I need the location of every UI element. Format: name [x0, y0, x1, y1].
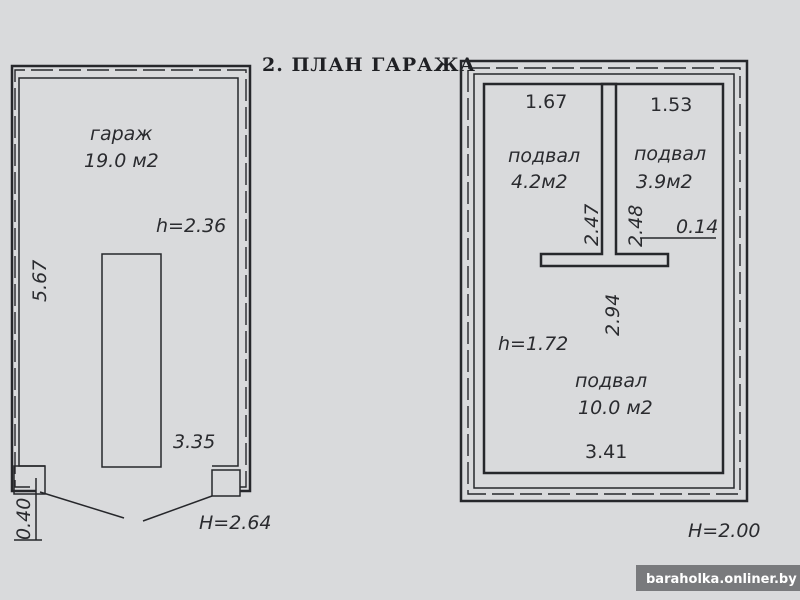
basement-partition [539, 82, 670, 268]
basement-height: h=1.72 [498, 333, 568, 355]
left-cell-width: 1.67 [525, 91, 567, 113]
left-cell-name: подвал [508, 145, 580, 167]
garage-length: 5.67 [29, 260, 51, 302]
garage-door-leaf-right [142, 495, 213, 522]
basement-plan: 1.67 1.53 подвал 4.2м2 подвал 3.9м2 2.47… [459, 59, 761, 542]
main-room-name: подвал [575, 370, 647, 392]
garage-outer-wall [10, 64, 252, 493]
right-cell-name: подвал [634, 143, 706, 165]
garage-plan: гараж 19.0 м2 h=2.36 5.67 3.35 H=2.64 0.… [10, 64, 272, 541]
basement-outer-boundary [473, 73, 735, 489]
garage-door-height: H=2.64 [199, 512, 272, 534]
garage-door-leaf-left [39, 491, 125, 519]
garage-room-area: 19.0 м2 [84, 150, 159, 172]
garage-height: h=2.36 [156, 215, 226, 237]
right-cell-area: 3.9м2 [636, 171, 693, 193]
basement-outer-height: H=2.00 [688, 520, 761, 542]
watermark: baraholka.onliner.by [646, 572, 797, 587]
partition-wall-thickness: 0.14 [676, 216, 718, 238]
right-cell-depth: 2.48 [625, 205, 647, 247]
right-cell-width: 1.53 [650, 94, 692, 116]
watermark-background [636, 565, 800, 591]
garage-wall-dashed-line [14, 69, 247, 488]
garage-room-name: гараж [90, 123, 152, 145]
pillar-dimension: 0.40 [13, 498, 35, 540]
garage-door-post-left [13, 465, 46, 495]
main-room-area: 10.0 м2 [578, 397, 653, 419]
basement-wall-dashed-line [467, 67, 741, 495]
pit-dimension: 3.35 [173, 431, 215, 453]
left-cell-area: 4.2м2 [511, 171, 568, 193]
left-cell-depth: 2.47 [581, 204, 603, 246]
inspection-pit [101, 253, 162, 468]
garage-door-post-right [211, 469, 241, 497]
main-room-depth: 2.94 [602, 294, 624, 336]
plan-title: 2. ПЛАН ГАРАЖА [262, 54, 476, 76]
basement-outer-wall [459, 59, 749, 503]
main-room-width: 3.41 [585, 441, 627, 463]
